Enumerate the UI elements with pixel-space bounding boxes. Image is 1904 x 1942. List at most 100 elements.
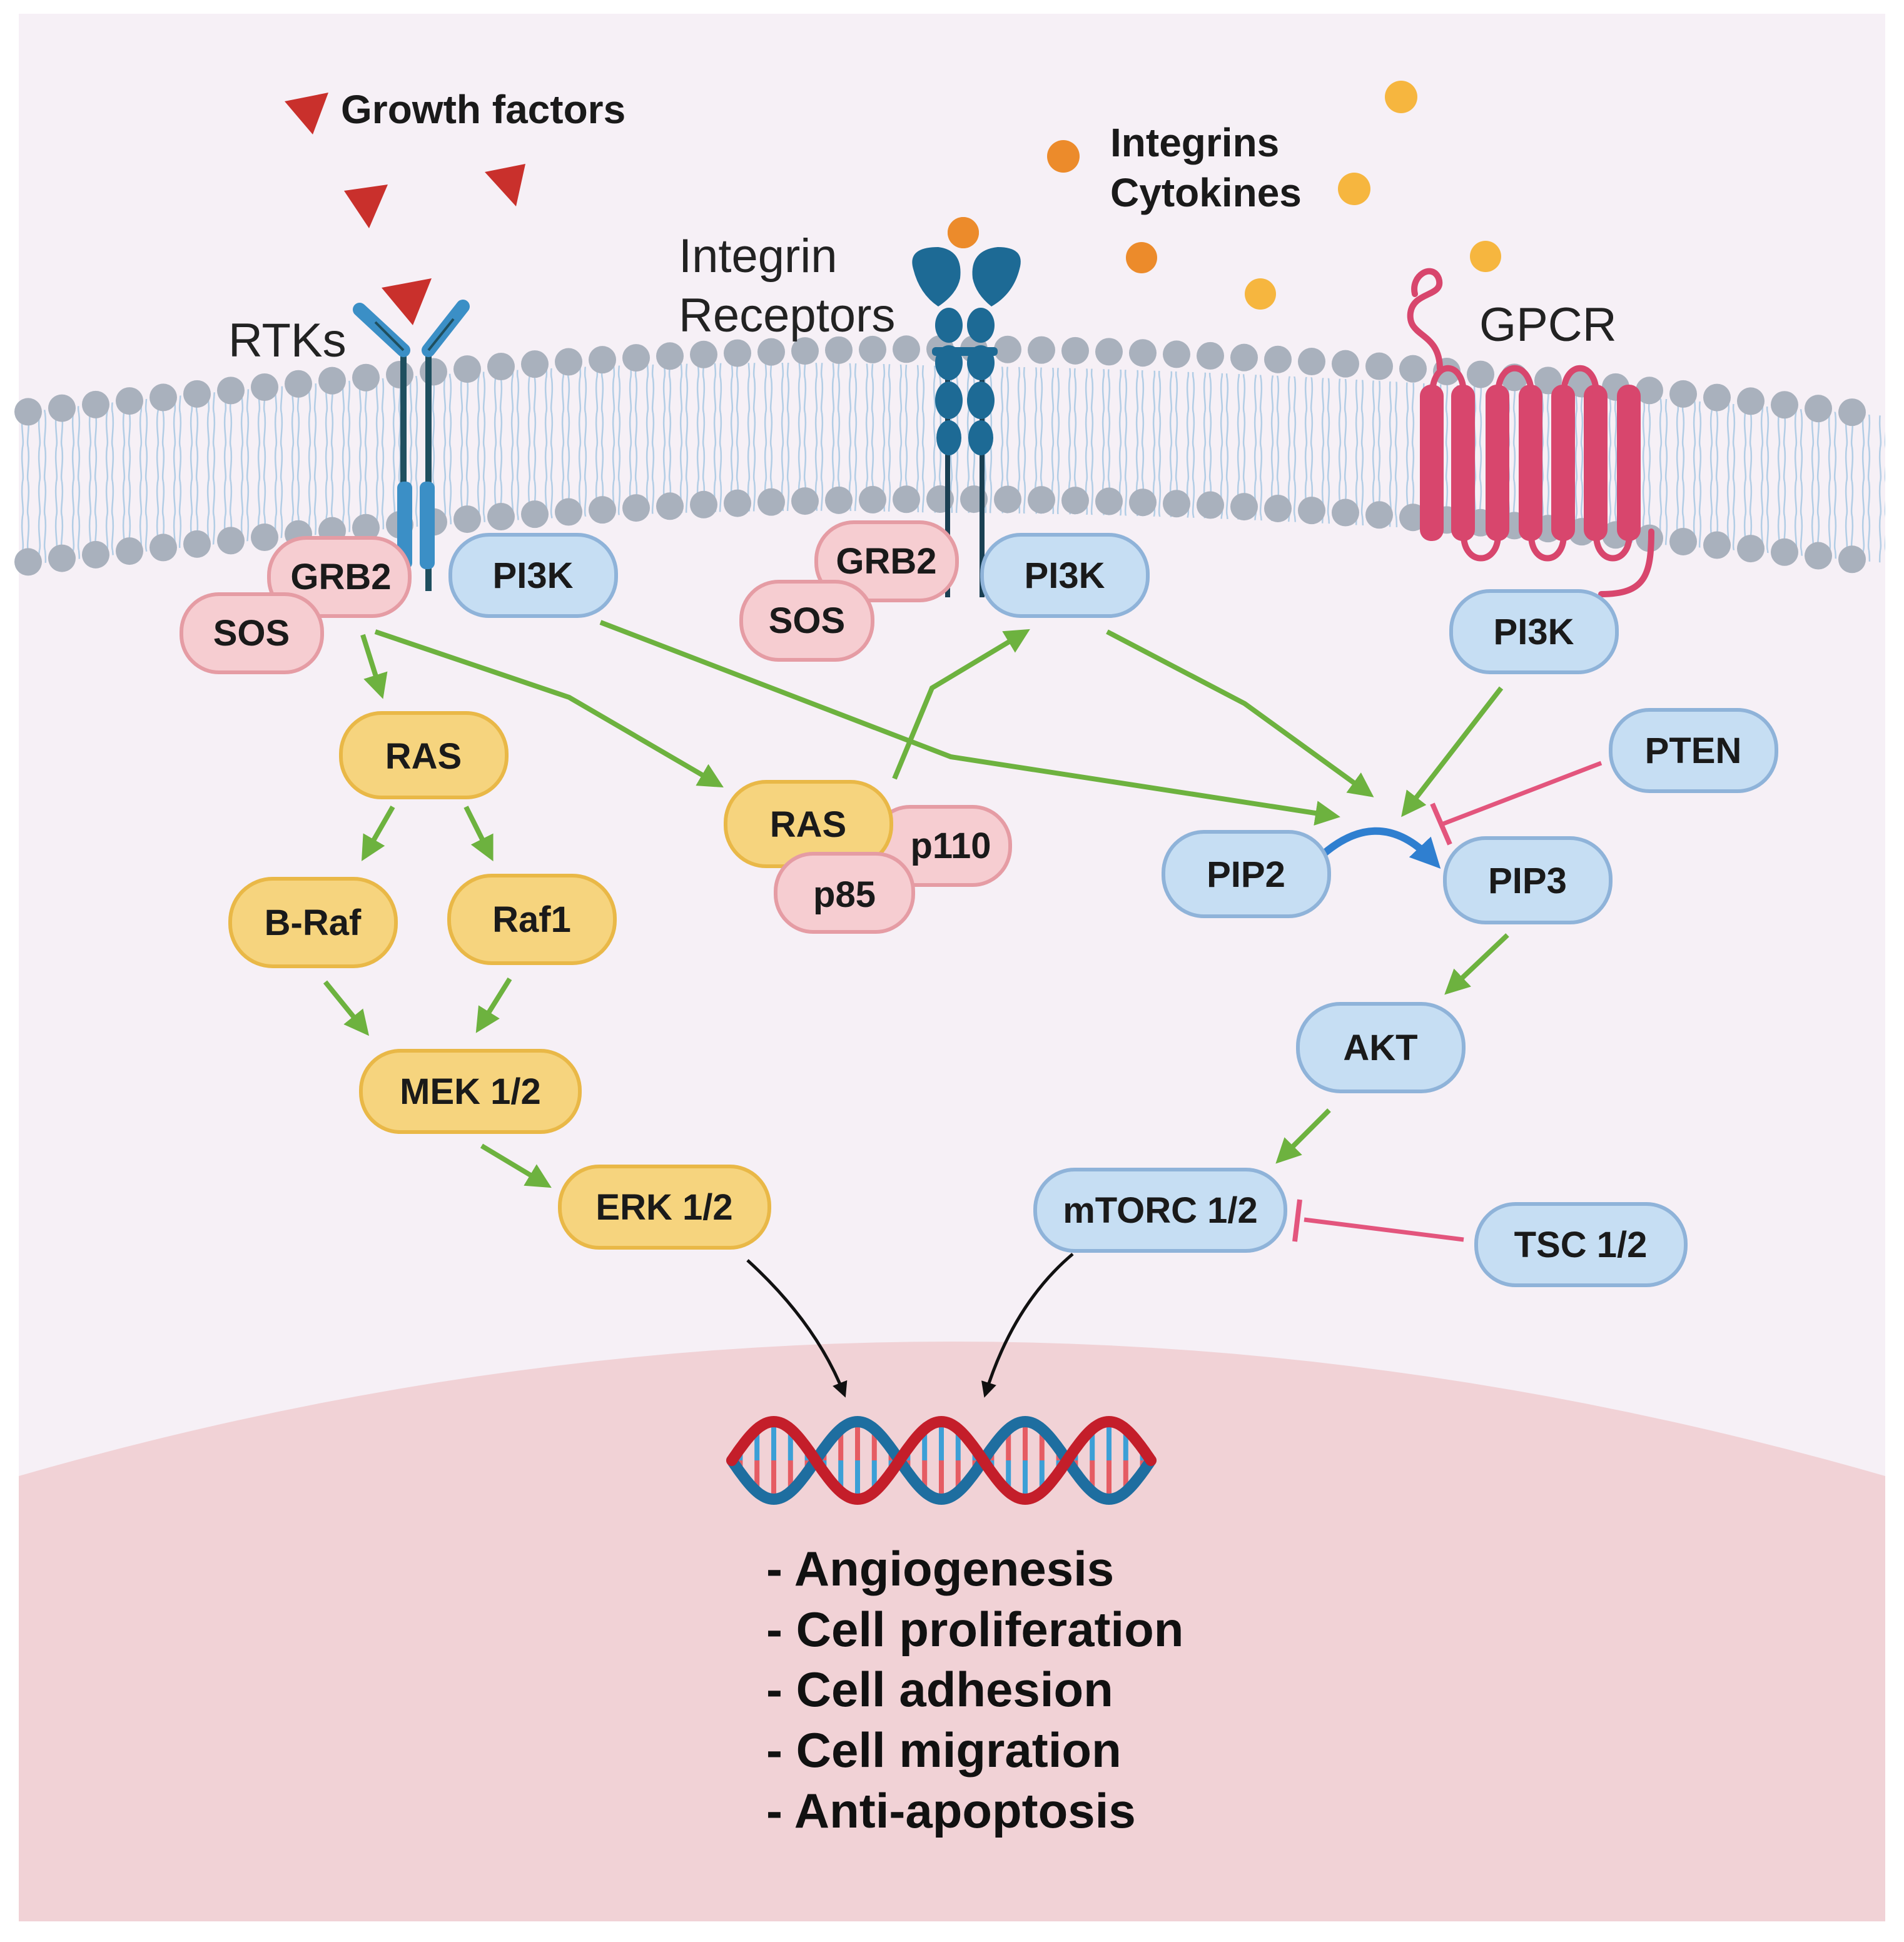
node-pip3[interactable]: PIP3 (1443, 836, 1613, 924)
lipid-head (1264, 345, 1292, 373)
arrow-ras-to-raf1 (463, 806, 494, 862)
node-braf[interactable]: B-Raf (228, 877, 398, 968)
lipid-head (555, 348, 582, 376)
node-sos-rtk[interactable]: SOS (180, 592, 324, 674)
arrows-layer (323, 620, 1603, 1398)
node-tsc[interactable]: TSC 1/2 (1474, 1202, 1688, 1287)
gpcr-loop (1461, 534, 1501, 562)
lipid-head (487, 353, 515, 381)
lipid-head (825, 486, 853, 514)
integrin-receptors-label-line1: Integrin (679, 230, 838, 283)
node-p110[interactable]: p110 (871, 805, 1012, 887)
node-pi3k-rtk[interactable]: PI3K (448, 533, 618, 618)
node-label-mek: MEK 1/2 (400, 1071, 541, 1112)
node-label-pi3k-rtk: PI3K (493, 555, 574, 596)
lipid-head (1534, 367, 1562, 395)
lipid-head (656, 492, 684, 520)
lipid-head (217, 377, 245, 405)
lipid-head (690, 490, 717, 518)
lipid-head (1061, 487, 1089, 515)
node-ras-rtk[interactable]: RAS (339, 711, 509, 799)
arrow-sos-to-ras (360, 634, 388, 699)
arrow-erk-to-dna (746, 1259, 848, 1398)
node-label-raf1: Raf1 (492, 899, 571, 940)
gpcr-helix (1451, 385, 1475, 541)
node-sos-integrin[interactable]: SOS (739, 580, 874, 662)
node-pten[interactable]: PTEN (1609, 708, 1778, 793)
lipid-head (1805, 542, 1832, 570)
node-akt[interactable]: AKT (1296, 1002, 1466, 1093)
growth-factors-label: Growth factors (341, 87, 625, 132)
lipid-head (791, 337, 819, 365)
node-raf1[interactable]: Raf1 (447, 874, 617, 965)
arrow-akt-to-mtorc (1275, 1108, 1331, 1164)
lipid-head (994, 335, 1021, 363)
gpcr-helix (1519, 385, 1542, 541)
node-mek[interactable]: MEK 1/2 (359, 1049, 582, 1134)
arrow-rtk-to-ras-p110 (374, 629, 724, 788)
gpcr-helix (1420, 385, 1444, 541)
integrin-receptors-label-line2: Receptors (679, 289, 895, 342)
lipid-head (1703, 383, 1731, 412)
lipid-head (521, 500, 549, 528)
node-label-ras-rtk: RAS (385, 736, 462, 777)
lipid-head (1737, 535, 1765, 563)
cytokine-icon (1338, 173, 1370, 205)
arrow-ras-to-braf (362, 806, 395, 861)
gpcr-helix (1551, 385, 1575, 541)
lipid-head (1703, 531, 1731, 559)
lipid-head (791, 487, 819, 515)
lipid-head (1467, 360, 1494, 388)
lipid-head (48, 394, 76, 422)
node-p85[interactable]: p85 (774, 852, 915, 934)
arrow-raf1-to-mek (475, 977, 512, 1033)
lipid-head (1636, 377, 1663, 405)
lipid-head (149, 383, 177, 412)
lipid-head (825, 336, 853, 364)
lipid-head (1365, 352, 1393, 380)
arrow-pi3k-to-pip3-b (1401, 686, 1504, 817)
node-ras-integrin[interactable]: RAS (724, 780, 893, 868)
inhibition-bar-pten (1430, 802, 1452, 846)
lipid-head (1771, 391, 1798, 419)
node-label-sos-rtk: SOS (213, 613, 290, 654)
cytokine-icon (1047, 140, 1080, 173)
lipid-head (183, 380, 211, 408)
node-label-braf: B-Raf (265, 903, 362, 943)
nucleus (19, 1342, 1885, 1921)
lipid-head (82, 390, 109, 418)
lipid-head (589, 346, 616, 374)
lipid-head (82, 540, 109, 569)
arrow-mtorc-to-dna (981, 1253, 1074, 1398)
lipid-head (1771, 538, 1798, 566)
lipid-head (1264, 494, 1292, 522)
gpcr-helix (1617, 385, 1641, 541)
rtks-label: RTKs (228, 314, 347, 367)
node-pi3k-gpcr[interactable]: PI3K (1449, 589, 1619, 674)
node-grb2-integrin[interactable]: GRB2 (814, 520, 959, 602)
node-label-ras-integrin: RAS (770, 804, 846, 845)
node-pi3k-integrin[interactable]: PI3K (980, 533, 1150, 618)
lipid-head (1095, 487, 1123, 515)
node-pip2[interactable]: PIP2 (1162, 830, 1331, 918)
cytokine-icon (1126, 242, 1157, 273)
lipid-head (453, 505, 481, 534)
lipid-head (420, 358, 447, 386)
outcome-anti-apoptosis: - Anti-apoptosis (766, 1783, 1136, 1838)
lipid-head (149, 534, 177, 562)
arrow-mek-to-erk (480, 1143, 552, 1188)
arrow-pi3k-to-pip2 (599, 620, 1340, 826)
lipid-head (893, 485, 920, 513)
lipid-head (1197, 341, 1224, 370)
lipid-head (1230, 343, 1258, 372)
node-mtorc[interactable]: mTORC 1/2 (1033, 1168, 1287, 1253)
lipid-head (1095, 338, 1123, 366)
node-erk[interactable]: ERK 1/2 (558, 1165, 771, 1250)
node-label-p85: p85 (813, 874, 876, 915)
lipid-head (352, 513, 380, 542)
gpcr-receptor-icon (1407, 268, 1654, 597)
gpcr-label: GPCR (1479, 298, 1617, 351)
node-grb2-rtk[interactable]: GRB2 (267, 536, 412, 618)
